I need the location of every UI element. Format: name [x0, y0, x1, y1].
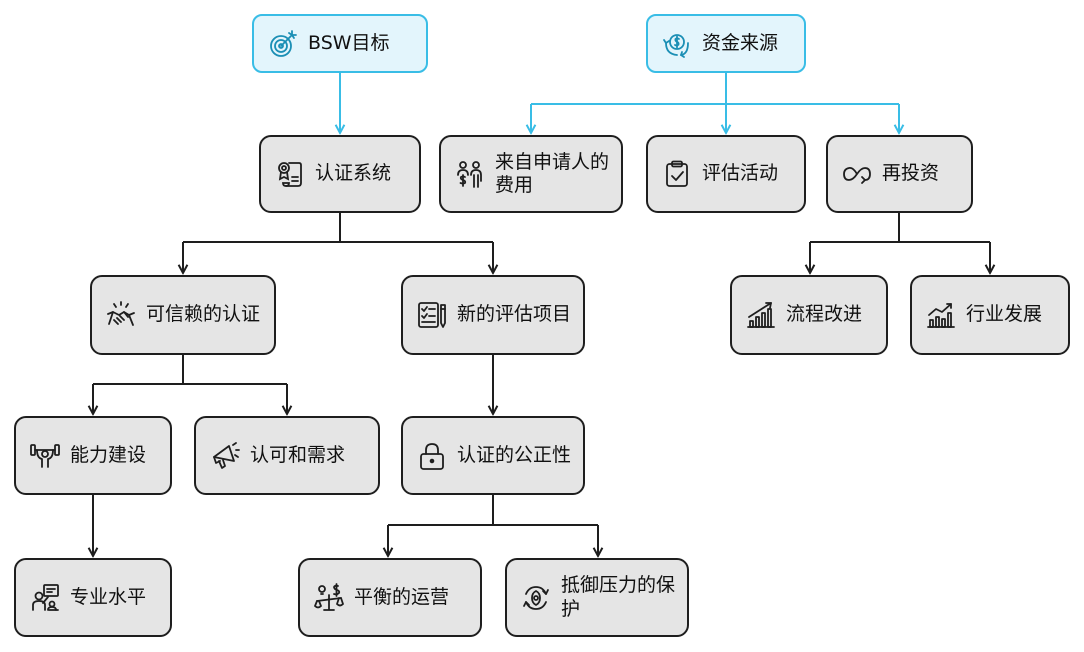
- node-trusted-cert[interactable]: 可信赖的认证: [90, 275, 276, 355]
- presenter-icon: [32, 583, 59, 611]
- node-recognition-demand[interactable]: 认可和需求: [194, 416, 380, 495]
- target-icon: [270, 29, 297, 57]
- bar-trend-icon: [927, 303, 955, 328]
- node-balanced-ops[interactable]: 平衡的运营: [298, 558, 482, 637]
- node-expertise[interactable]: 专业水平: [14, 558, 172, 637]
- node-process-improve[interactable]: 流程改进: [730, 275, 888, 355]
- node-capacity-build[interactable]: 能力建设: [14, 416, 172, 495]
- node-industry-dev[interactable]: 行业发展: [910, 275, 1070, 355]
- node-new-eval-project[interactable]: 新的评估项目: [401, 275, 585, 355]
- node-label: 流程改进: [786, 303, 863, 326]
- node-label: BSW目标: [308, 31, 390, 54]
- shield-cycle-icon: [523, 585, 549, 610]
- node-bsw-goal[interactable]: BSW目标: [252, 14, 428, 73]
- node-eval-activity[interactable]: 评估活动: [646, 135, 806, 213]
- handshake-icon: [107, 301, 135, 326]
- node-label: 平衡的运营: [354, 585, 450, 608]
- infinity-cycle-icon: [843, 166, 871, 184]
- people-money-icon: [457, 161, 482, 188]
- node-applicant-fee[interactable]: 来自申请人的费用: [439, 135, 623, 213]
- node-pressure-resist[interactable]: 抵御压力的保护: [505, 558, 689, 637]
- node-label: 来自申请人的费用: [495, 150, 610, 196]
- megaphone-icon: [213, 441, 240, 469]
- node-cert-fairness[interactable]: 认证的公正性: [401, 416, 585, 495]
- edge-certsystem-bus: [183, 213, 493, 243]
- node-funding-source[interactable]: 资金来源: [646, 14, 806, 73]
- node-label: 评估活动: [702, 162, 779, 185]
- node-label: 行业发展: [966, 303, 1043, 326]
- node-label: 专业水平: [70, 585, 147, 608]
- node-reinvest[interactable]: 再投资: [826, 135, 973, 213]
- node-label: 认可和需求: [250, 443, 346, 466]
- muscle-icon: [30, 443, 60, 468]
- edge-fairness-bus: [388, 495, 598, 526]
- clipboard-check-icon: [666, 160, 688, 187]
- node-label: 认证系统: [315, 162, 392, 185]
- growth-chart-icon: [747, 302, 775, 328]
- lock-icon: [420, 442, 444, 470]
- node-cert-system[interactable]: 认证系统: [259, 135, 421, 213]
- scale-money-icon: [314, 582, 344, 611]
- node-label: 能力建设: [70, 443, 147, 466]
- edge-reinvest-bus: [810, 213, 990, 243]
- node-label: 可信赖的认证: [146, 303, 261, 326]
- node-label: 再投资: [882, 162, 940, 185]
- edge-funding-bus: [531, 73, 899, 105]
- node-label: 认证的公正性: [457, 443, 572, 466]
- node-label: 资金来源: [702, 31, 779, 54]
- certificate-icon: [278, 162, 302, 187]
- money-cycle-icon: [663, 33, 689, 58]
- node-label: 新的评估项目: [457, 303, 572, 326]
- checklist-pen-icon: [418, 302, 446, 328]
- node-label: 抵御压力的保护: [561, 574, 676, 620]
- edge-trusted-bus: [93, 355, 287, 385]
